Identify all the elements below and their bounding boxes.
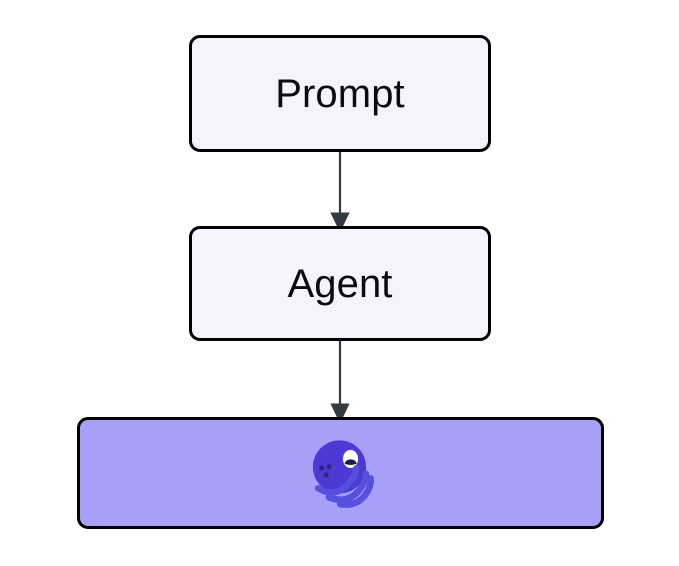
node-agent[interactable]: Agent — [189, 226, 491, 341]
node-mermaid[interactable] — [77, 417, 604, 529]
node-prompt[interactable]: Prompt — [189, 35, 491, 152]
node-prompt-label: Prompt — [275, 71, 405, 116]
mermaid-logo-icon — [303, 435, 379, 511]
node-agent-label: Agent — [287, 261, 393, 306]
